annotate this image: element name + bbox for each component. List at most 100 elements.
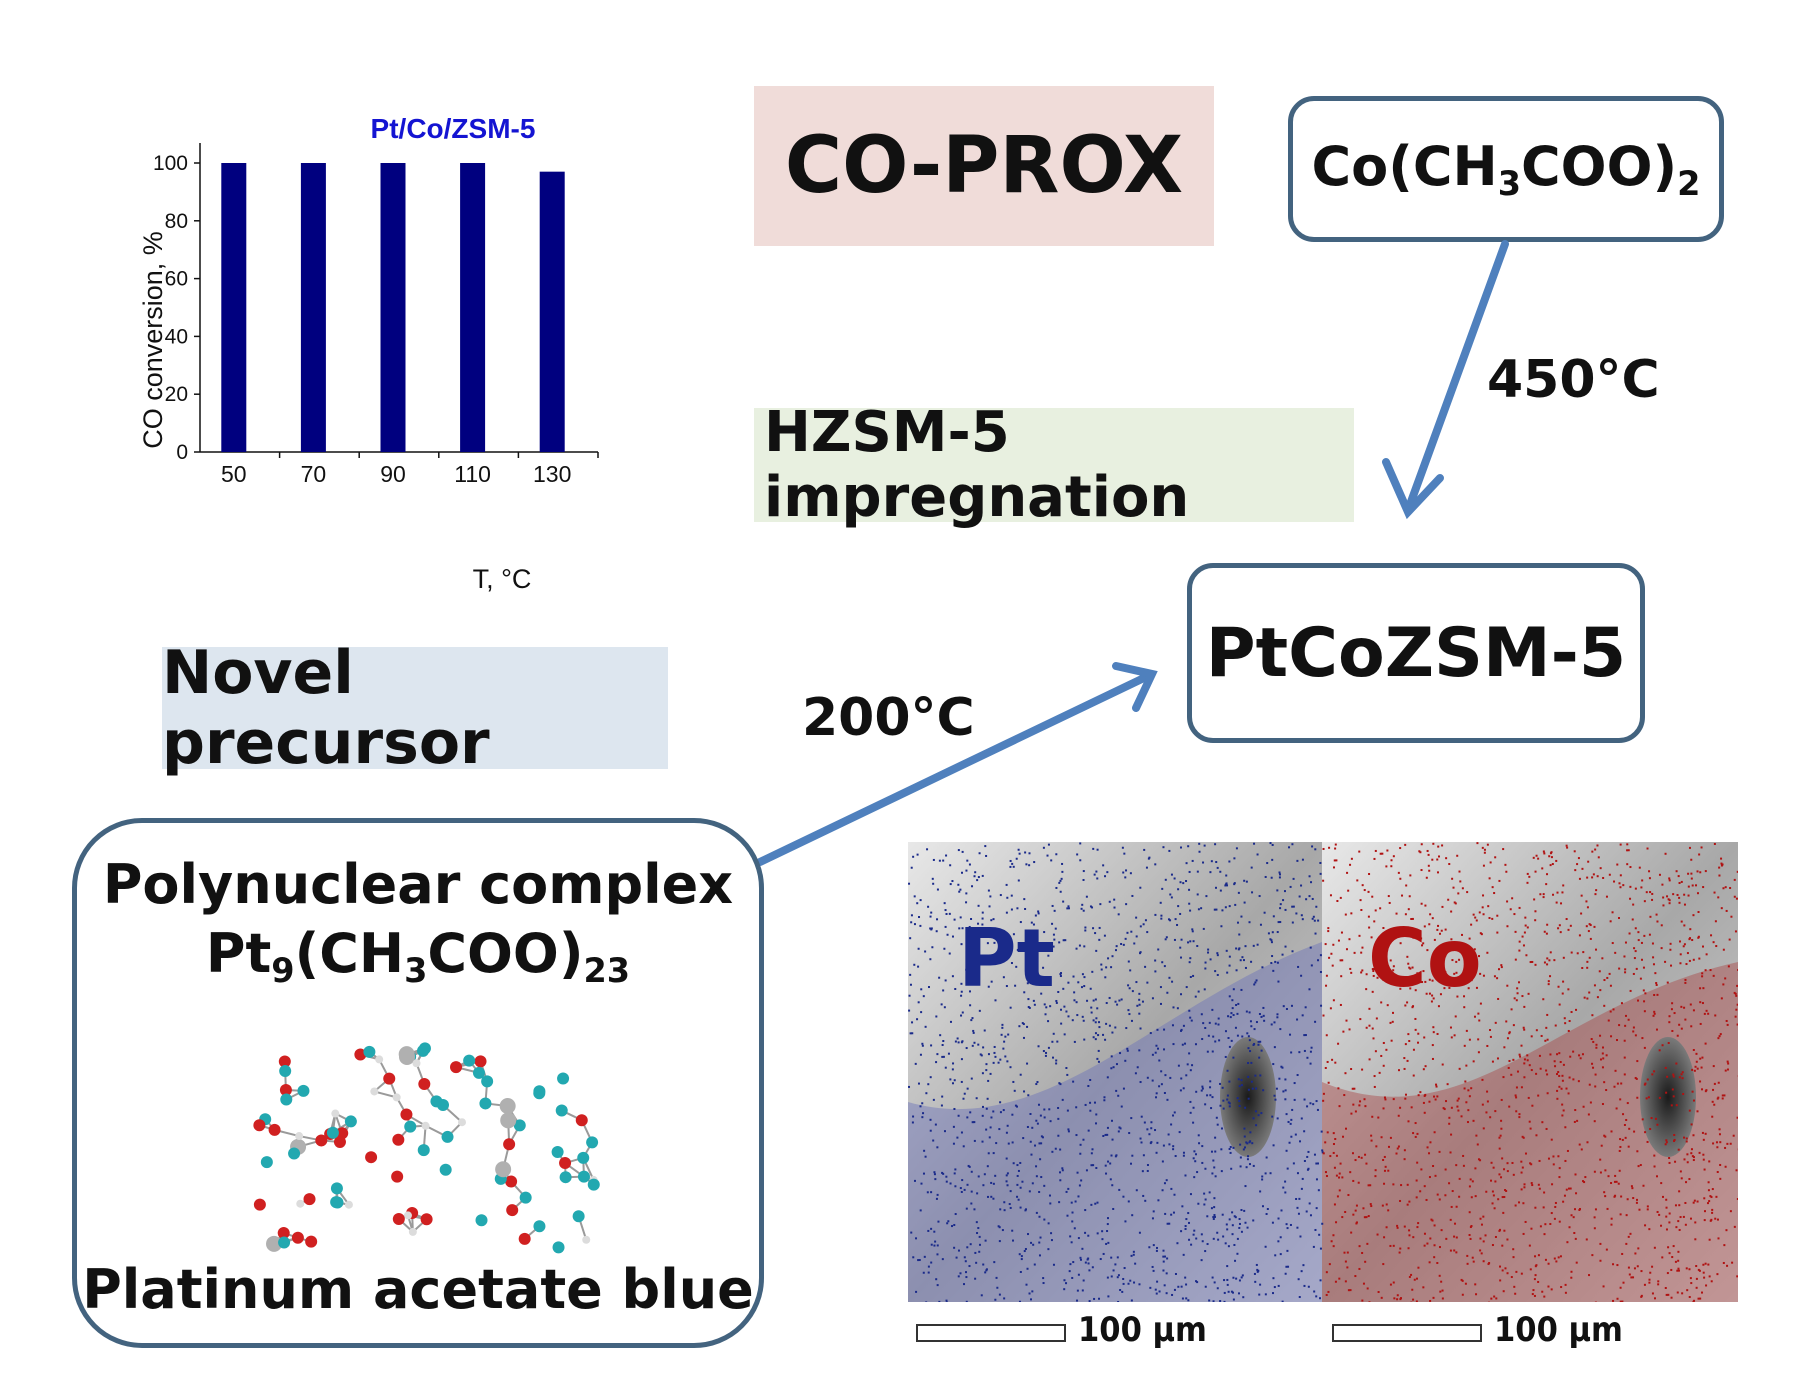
sem-dot bbox=[1332, 866, 1335, 869]
sem-dot bbox=[951, 1082, 954, 1085]
sem-dot bbox=[1243, 1146, 1246, 1149]
sem-dot bbox=[927, 1229, 930, 1232]
sem-dot bbox=[1383, 1236, 1386, 1239]
sem-dot bbox=[1486, 1100, 1489, 1103]
sem-dot bbox=[1172, 1114, 1175, 1117]
sem-dot bbox=[1142, 923, 1145, 926]
sem-dot bbox=[1012, 865, 1015, 868]
sem-dot bbox=[1036, 1122, 1039, 1125]
sem-dot bbox=[1138, 1003, 1141, 1006]
sem-dot bbox=[1506, 1272, 1509, 1275]
sem-dot bbox=[923, 1149, 926, 1152]
sem-dot bbox=[1381, 978, 1384, 981]
sem-dot bbox=[1519, 1055, 1522, 1058]
sem-dot bbox=[1646, 1205, 1649, 1208]
sem-dot bbox=[1084, 1231, 1087, 1234]
sem-dot bbox=[1679, 940, 1682, 943]
sem-dot bbox=[1617, 1182, 1620, 1185]
sem-dot bbox=[1115, 1063, 1118, 1066]
sem-dot bbox=[1448, 1182, 1451, 1185]
sem-dot bbox=[1347, 889, 1350, 892]
sem-dot bbox=[975, 1261, 978, 1264]
sem-dot bbox=[1076, 1014, 1079, 1017]
sem-dot bbox=[1295, 912, 1298, 915]
sem-dot bbox=[1055, 853, 1058, 856]
sem-dot bbox=[1179, 846, 1182, 849]
sem-dot bbox=[1540, 1034, 1543, 1037]
sem-dot bbox=[1620, 1082, 1623, 1085]
sem-dot bbox=[1383, 1155, 1386, 1158]
sem-dot bbox=[1092, 1019, 1095, 1022]
sem-dot bbox=[1404, 1043, 1407, 1046]
sem-dot bbox=[1648, 877, 1651, 880]
sem-dot bbox=[1055, 886, 1058, 889]
sem-dot bbox=[1668, 1252, 1671, 1255]
sem-dot bbox=[945, 1299, 948, 1302]
sem-dot bbox=[1489, 1116, 1492, 1119]
sem-dot bbox=[1637, 999, 1640, 1002]
sem-dot bbox=[1465, 1101, 1468, 1104]
sem-dot bbox=[1615, 1039, 1618, 1042]
sem-dot bbox=[1255, 1124, 1258, 1127]
sem-dot bbox=[1339, 1162, 1342, 1165]
sem-dot bbox=[1201, 1240, 1204, 1243]
sem-dot bbox=[987, 1152, 990, 1155]
sem-dot bbox=[1497, 1198, 1500, 1201]
sem-dot bbox=[1376, 976, 1379, 979]
sem-dot bbox=[1719, 1177, 1722, 1180]
sem-dot bbox=[1130, 1254, 1133, 1257]
sem-dot bbox=[1279, 903, 1282, 906]
sem-dot bbox=[1201, 1087, 1204, 1090]
sem-dot bbox=[1317, 1189, 1320, 1192]
sem-dot bbox=[1140, 1115, 1143, 1118]
sem-dot bbox=[1463, 1006, 1466, 1009]
sem-dot bbox=[1733, 895, 1736, 898]
sem-dot bbox=[1146, 931, 1149, 934]
sem-dot bbox=[961, 927, 964, 930]
sem-dot bbox=[1284, 1078, 1287, 1081]
sem-dot bbox=[1701, 1002, 1704, 1005]
sem-dot bbox=[1618, 967, 1621, 970]
sem-dot bbox=[1482, 1127, 1485, 1130]
sem-dot bbox=[1281, 1066, 1284, 1069]
novel-precursor-label: Novel precursor bbox=[162, 638, 668, 778]
sem-dot bbox=[1450, 1205, 1453, 1208]
sem-dot bbox=[1624, 1024, 1627, 1027]
sem-dot bbox=[1705, 1009, 1708, 1012]
sem-dot bbox=[1351, 1152, 1354, 1155]
sem-dot bbox=[1417, 1032, 1420, 1035]
sem-dot bbox=[1204, 1250, 1207, 1253]
sem-dot bbox=[1189, 1100, 1192, 1103]
sem-dot bbox=[1319, 1297, 1322, 1300]
sem-dot bbox=[1296, 1206, 1299, 1209]
sem-dot bbox=[1337, 939, 1340, 942]
sem-dot bbox=[1298, 1051, 1301, 1054]
sem-dot bbox=[1115, 945, 1118, 948]
sem-dot bbox=[1689, 1003, 1692, 1006]
sem-dot bbox=[1301, 1014, 1304, 1017]
sem-dot bbox=[1185, 1283, 1188, 1286]
sem-dot bbox=[1212, 1216, 1215, 1219]
sem-dot bbox=[925, 1092, 928, 1095]
sem-dot bbox=[1082, 1019, 1085, 1022]
sem-dot bbox=[1582, 951, 1585, 954]
sem-dot bbox=[1035, 1175, 1038, 1178]
sem-dot bbox=[1707, 1189, 1710, 1192]
sem-dot bbox=[1005, 1174, 1008, 1177]
sem-dot bbox=[1522, 1136, 1525, 1139]
sem-dot bbox=[1190, 1243, 1193, 1246]
sem-dot bbox=[1165, 1272, 1168, 1275]
sem-dot bbox=[1433, 1224, 1436, 1227]
sem-dot bbox=[1312, 915, 1315, 918]
sem-dot bbox=[1391, 1020, 1394, 1023]
sem-dot bbox=[1260, 1049, 1263, 1052]
sem-dot bbox=[1523, 1028, 1526, 1031]
sem-dot bbox=[1071, 1220, 1074, 1223]
sem-dot bbox=[1370, 1134, 1373, 1137]
sem-dot bbox=[1729, 1142, 1732, 1145]
sem-dot bbox=[1087, 1129, 1090, 1132]
sem-dot bbox=[1028, 852, 1031, 855]
sem-dot bbox=[1547, 980, 1550, 983]
sem-dot bbox=[1207, 948, 1210, 951]
sem-dot bbox=[1651, 1292, 1654, 1295]
